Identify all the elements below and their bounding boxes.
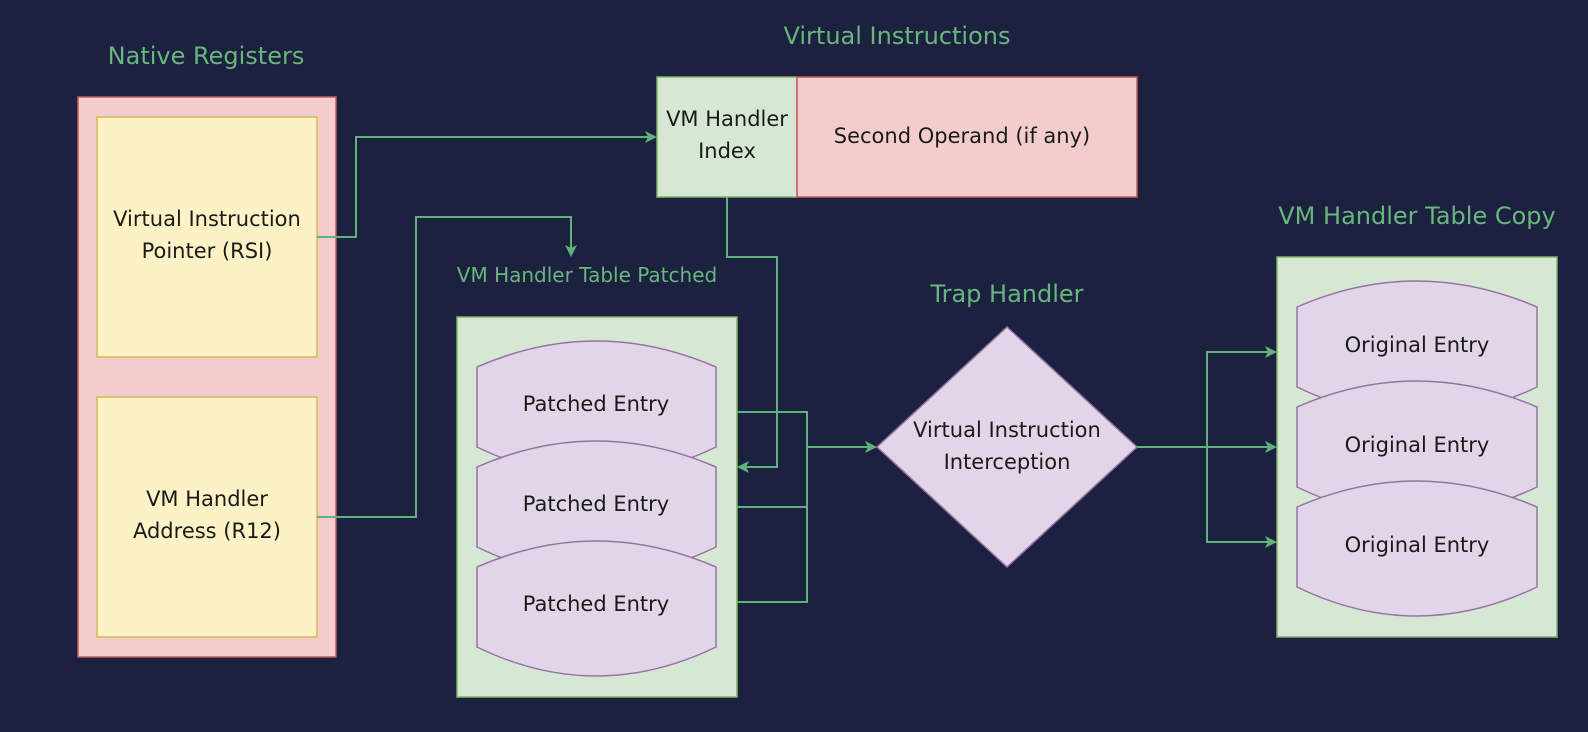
patched-entry: Patched Entry <box>476 540 717 677</box>
virtual-instructions-title: Virtual Instructions <box>783 22 1010 50</box>
original-entry-label: Original Entry <box>1345 333 1490 357</box>
patched-entry-label: Patched Entry <box>523 492 669 516</box>
trap-handler-title: Trap Handler <box>929 280 1083 308</box>
patched-table-title: VM Handler Table Patched <box>457 263 717 287</box>
rsi-register-label-line2: Pointer (RSI) <box>142 239 273 263</box>
patched-entry: Patched Entry <box>476 340 717 477</box>
r12-register-label-line1: VM Handler <box>146 487 268 511</box>
vm-handler-index-box: VM Handler Index <box>656 76 798 198</box>
r12-register-label-line2: Address (R12) <box>133 519 281 543</box>
rsi-register-box: Virtual Instruction Pointer (RSI) <box>96 116 318 358</box>
original-entry-label: Original Entry <box>1345 533 1490 557</box>
r12-to-patched-table-arrow <box>317 216 577 518</box>
second-operand-shape <box>796 76 1138 198</box>
original-entry-shape <box>1296 480 1538 617</box>
vm-handler-index-label-line2: Index <box>698 139 756 163</box>
original-entry-label: Original Entry <box>1345 433 1490 457</box>
trap-to-original-entry-1-arrow <box>1206 346 1277 447</box>
r12-register-box: VM Handler Address (R12) <box>96 396 318 638</box>
original-entry: Original Entry <box>1296 280 1538 417</box>
copy-table-title: VM Handler Table Copy <box>1278 202 1555 230</box>
trap-handler-label-line1: Virtual Instruction <box>913 418 1101 442</box>
original-entry: Original Entry <box>1296 480 1538 617</box>
vm-handler-index-shape <box>656 76 798 198</box>
vm-handler-index-label-line1: VM Handler <box>666 107 788 131</box>
rsi-register-shape <box>96 116 318 358</box>
trap-handler-shape <box>875 325 1139 569</box>
patched-entry-label: Patched Entry <box>523 592 669 616</box>
trap-handler-diamond: Virtual Instruction Interception <box>875 325 1139 569</box>
trap-to-original-entry-3-arrow <box>1206 447 1277 548</box>
trap-handler-label-line2: Interception <box>944 450 1071 474</box>
patched-entry-label: Patched Entry <box>523 392 669 416</box>
patched-entries-join-connector <box>737 411 808 603</box>
second-operand-box: Second Operand (if any) <box>796 76 1138 198</box>
rsi-register-label-line1: Virtual Instruction <box>113 207 301 231</box>
second-operand-label: Second Operand (if any) <box>834 124 1090 148</box>
original-entry: Original Entry <box>1296 380 1538 517</box>
patched-entry-shape <box>476 540 717 677</box>
index-to-patched-entry-arrow <box>726 197 778 473</box>
patched-entry: Patched Entry <box>476 440 717 577</box>
r12-register-shape <box>96 396 318 638</box>
rsi-to-index-arrow <box>317 131 657 238</box>
native-registers-title: Native Registers <box>108 42 305 70</box>
